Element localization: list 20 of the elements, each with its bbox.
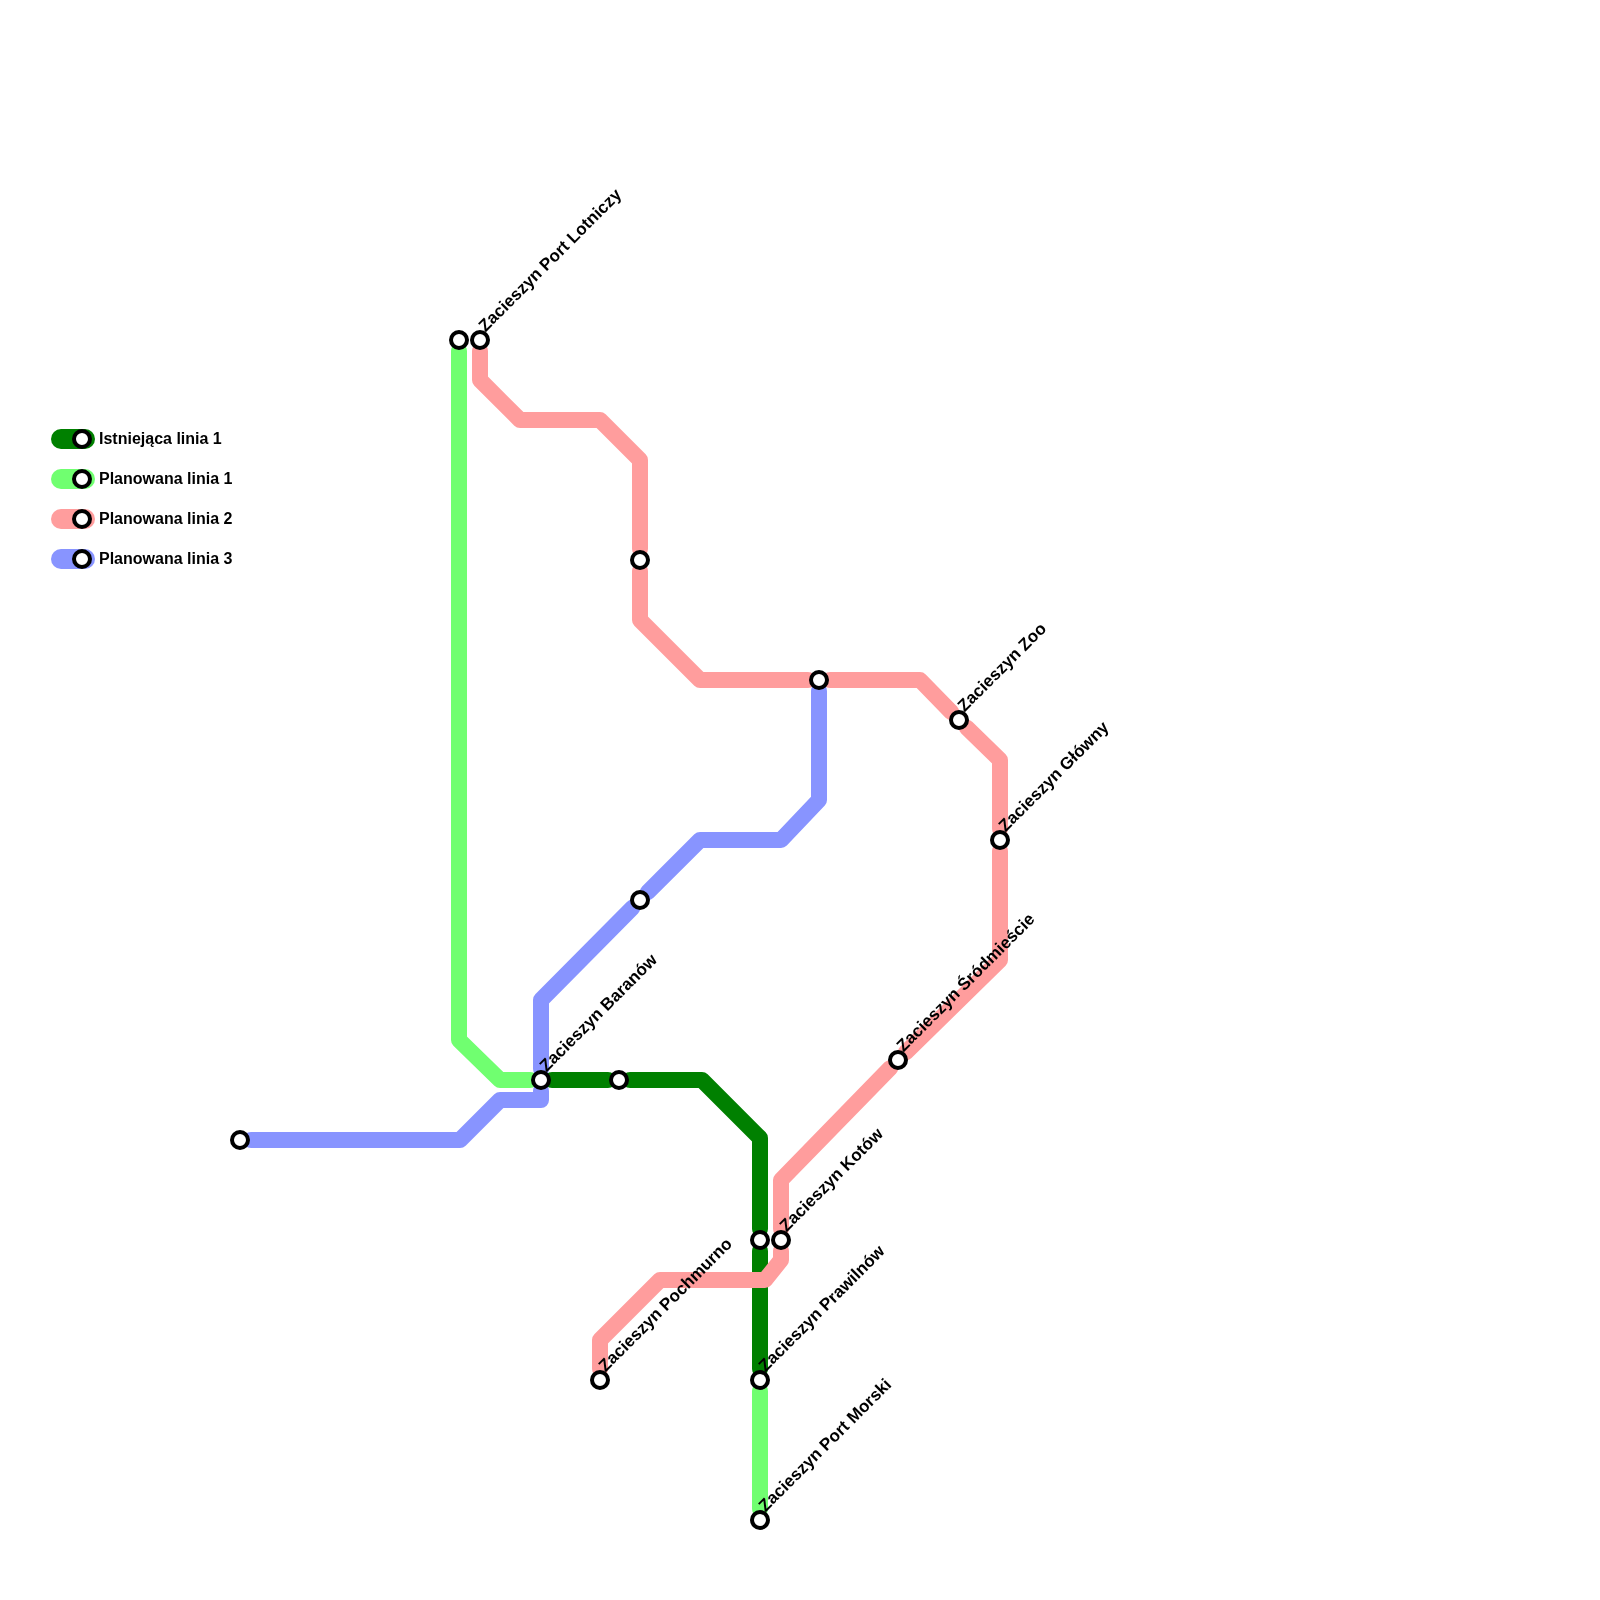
station-marker [888,1050,908,1070]
station-marker [990,830,1010,850]
station-marker [449,330,469,350]
station-marker [750,1510,770,1530]
station-marker [531,1070,551,1090]
station-marker [750,1370,770,1390]
station-marker [750,1230,770,1250]
legend-label: Planowana linia 1 [99,469,233,489]
station-marker [590,1370,610,1390]
station-marker [809,670,829,690]
station-marker [630,890,650,910]
station-marker [230,1130,250,1150]
legend-label: Istniejąca linia 1 [99,429,222,449]
station-marker [609,1070,629,1090]
station-marker [630,550,650,570]
legend-label: Planowana linia 3 [99,549,233,569]
legend-label: Planowana linia 2 [99,509,233,529]
station-marker [470,330,490,350]
station-marker [771,1230,791,1250]
station-marker [949,710,969,730]
